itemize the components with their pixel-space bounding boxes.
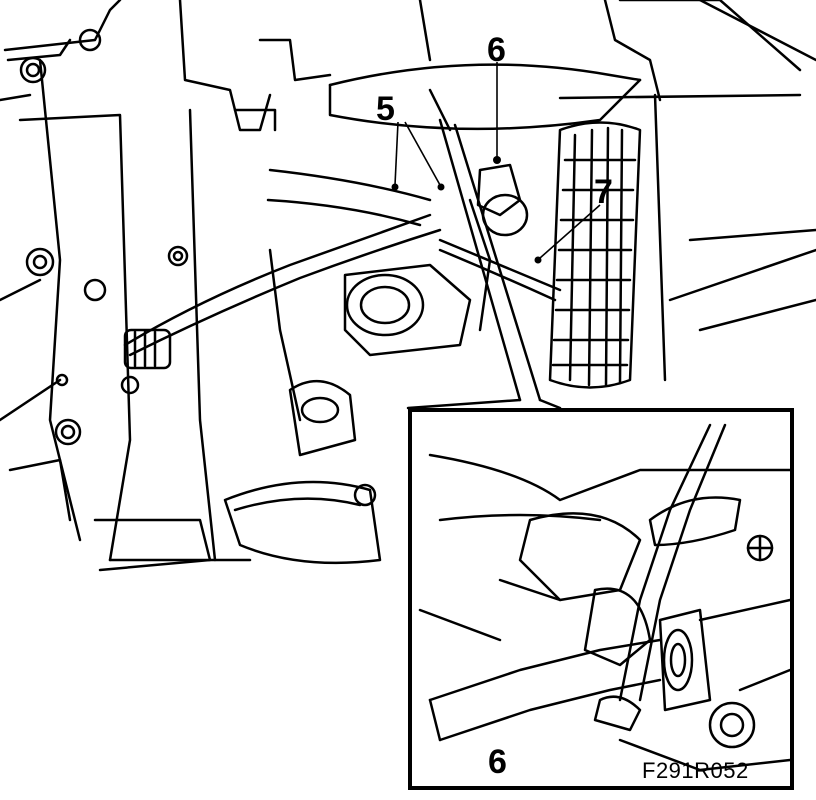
- callout-5: 5: [376, 90, 395, 128]
- figure-code: F291R052: [642, 758, 749, 783]
- inset-detail-frame: [408, 408, 794, 790]
- callout-6-inset: 6: [488, 743, 507, 781]
- callout-7: 7: [594, 173, 613, 211]
- callout-6-main: 6: [487, 31, 506, 69]
